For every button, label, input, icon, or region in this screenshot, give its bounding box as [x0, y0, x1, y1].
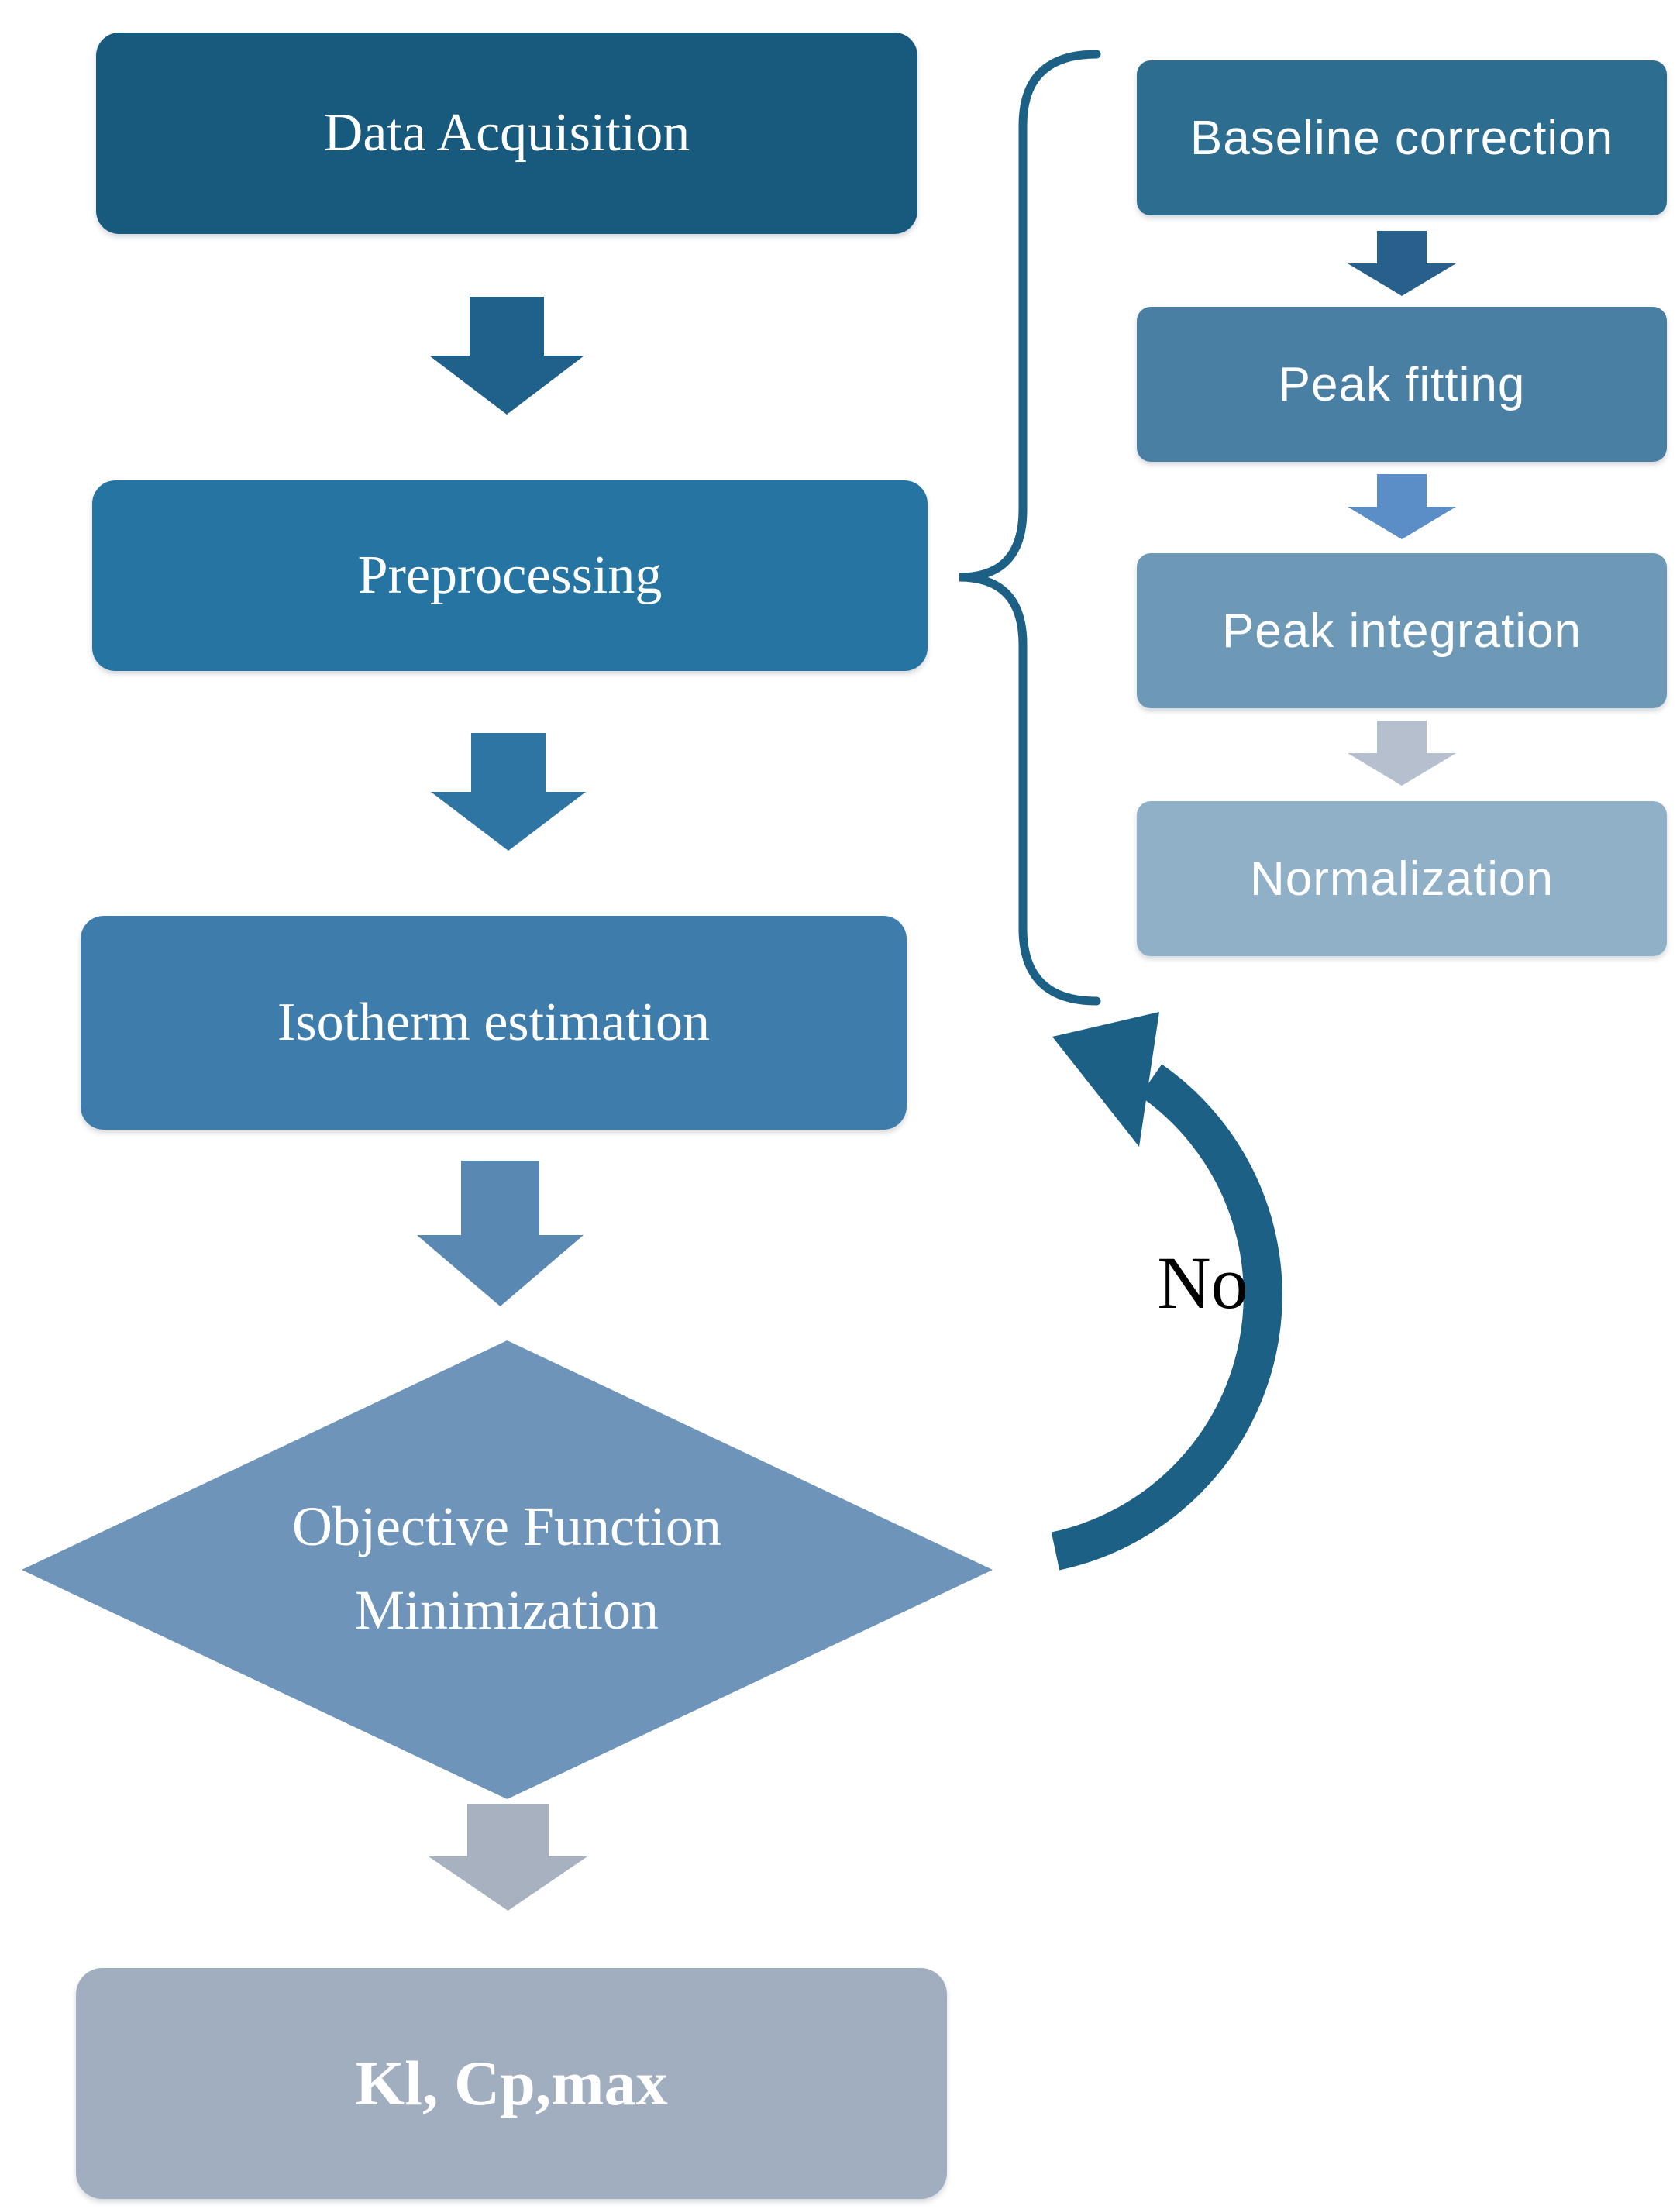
node-normalization: Normalization [1137, 801, 1667, 956]
node-data-acquisition: Data Acquisition [96, 33, 917, 234]
down-arrow-icon [417, 1161, 584, 1306]
down-arrow-icon [429, 1804, 587, 1911]
down-arrow-icon [1348, 721, 1456, 786]
sub-arrow-3-shape [1348, 721, 1456, 786]
node-preprocessing-label: Preprocessing [357, 545, 663, 605]
node-preprocessing: Preprocessing [92, 480, 928, 671]
diamond-polygon [22, 1340, 993, 1799]
sub-arrow-1-shape [1348, 231, 1456, 296]
node-isotherm-estimation: Isotherm estimation [81, 916, 907, 1130]
down-arrow-1-shape [429, 297, 584, 415]
no-loop-arrow-icon [1051, 1012, 1282, 1571]
decision-diamond-label: Objective Function Minimization [81, 1485, 933, 1652]
node-output-label: Kl, Cp,max [355, 2048, 668, 2118]
node-baseline-correction-label: Baseline correction [1189, 111, 1614, 165]
node-isotherm-estimation-label: Isotherm estimation [277, 993, 710, 1052]
no-loop-arrowhead [1052, 1012, 1159, 1147]
node-data-acquisition-label: Data Acquisition [323, 103, 690, 163]
down-arrow-icon [1348, 474, 1456, 539]
decision-line1: Objective Function [292, 1495, 721, 1557]
node-peak-fitting-label: Peak fitting [1278, 357, 1526, 411]
node-baseline-correction: Baseline correction [1137, 60, 1667, 215]
decision-diamond [22, 1340, 993, 1799]
node-peak-fitting: Peak fitting [1137, 307, 1667, 462]
no-loop-arc [1051, 1064, 1282, 1571]
node-peak-integration: Peak integration [1137, 553, 1667, 708]
down-arrow-icon [429, 297, 584, 415]
down-arrow-3-shape [417, 1161, 584, 1306]
decision-line2: Minimization [355, 1579, 659, 1641]
loop-no-label: No [1157, 1241, 1248, 1324]
down-arrow-icon [1348, 231, 1456, 296]
node-peak-integration-label: Peak integration [1221, 604, 1582, 658]
down-arrow-2-shape [431, 733, 586, 851]
grouping-brace-icon [959, 50, 1101, 1006]
down-arrow-4-shape [429, 1804, 587, 1911]
node-normalization-label: Normalization [1249, 852, 1554, 906]
node-output-parameters: Kl, Cp,max [76, 1968, 947, 2199]
grouping-brace-path [959, 50, 1101, 1006]
decision-diamond-shape [22, 1340, 993, 1799]
sub-arrow-2-shape [1348, 474, 1456, 539]
down-arrow-icon [431, 733, 586, 851]
